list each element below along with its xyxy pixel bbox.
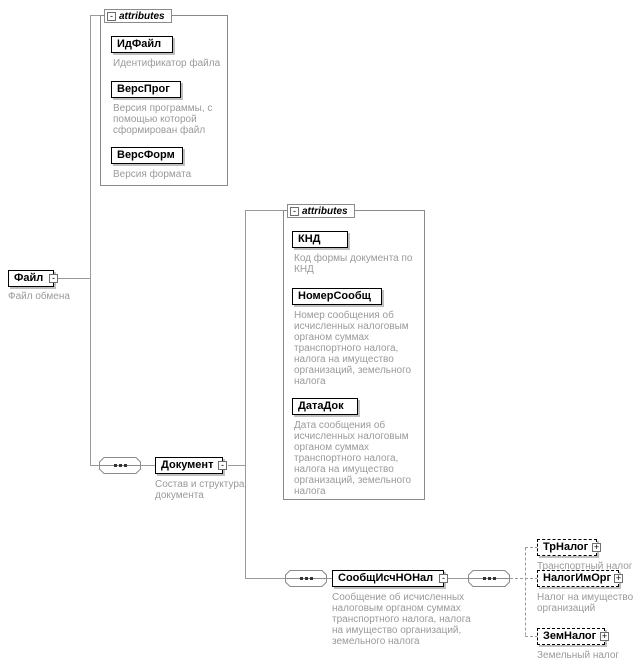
expand-icon[interactable]: + (614, 573, 623, 583)
element-nalog-im-org[interactable]: НалогИмОрг + (537, 570, 623, 587)
element-zem-nalog-annotation: Земельный налог (537, 650, 620, 661)
attribute-versprog-annotation: Версия программы, с помощью которой сфор… (113, 103, 213, 136)
element-tr-nalog-annotation: Транспортный налог (537, 561, 633, 572)
collapse-icon[interactable]: - (439, 574, 448, 583)
collapse-icon[interactable]: - (107, 11, 116, 21)
expand-icon[interactable]: + (600, 631, 609, 641)
element-message-annotation: Сообщение об исчисленных налоговым орган… (332, 592, 471, 647)
attribute-datadok-label: ДатаДок (298, 400, 344, 412)
element-zem-nalog[interactable]: ЗемНалог + (537, 628, 609, 645)
sequence-compositor[interactable] (468, 570, 510, 587)
attribute-datadok[interactable]: ДатаДок (292, 398, 358, 415)
document-attributes-group: - attributes КНД Код формы документа по … (283, 204, 425, 500)
document-attributes-header[interactable]: - attributes (287, 204, 355, 218)
element-document-annotation: Состав и структура документа (155, 479, 245, 501)
collapse-icon[interactable]: - (218, 461, 227, 470)
attribute-knd-label: КНД (298, 233, 321, 245)
attribute-versform[interactable]: ВерсФорм (111, 147, 183, 164)
attribute-idfayl-label: ИдФайл (117, 38, 162, 50)
attribute-idfayl[interactable]: ИдФайл (111, 36, 173, 53)
sequence-compositor[interactable] (99, 457, 141, 474)
attribute-datadok-annotation: Дата сообщения об исчисленных налоговым … (294, 420, 412, 497)
attribute-versprog[interactable]: ВерсПрог (111, 81, 181, 98)
collapse-icon[interactable]: - (49, 274, 58, 283)
attribute-knd-annotation: Код формы документа по КНД (294, 253, 413, 275)
sequence-compositor[interactable] (285, 570, 327, 587)
element-nalog-im-org-annotation: Налог на имущество организаций (537, 592, 634, 614)
attribute-idfayl-annotation: Идентификатор файла (113, 58, 221, 69)
element-document-label: Документ (161, 459, 214, 471)
element-message[interactable]: СообщИсчНОНал - (332, 570, 448, 587)
element-file-label: Файл (14, 272, 44, 284)
attribute-nomersoobsch-annotation: Номер сообщения об исчисленных налоговым… (294, 310, 412, 387)
attributes-label: attributes (119, 10, 165, 22)
file-attributes-header[interactable]: - attributes (104, 9, 172, 23)
attribute-nomersoobsch-label: НомерСообщ (298, 290, 371, 302)
attribute-versprog-label: ВерсПрог (117, 83, 170, 95)
attribute-versform-annotation: Версия формата (113, 169, 192, 180)
attribute-versform-label: ВерсФорм (117, 149, 175, 161)
element-zem-nalog-label: ЗемНалог (543, 630, 597, 642)
expand-icon[interactable]: + (592, 542, 601, 552)
attributes-label: attributes (302, 205, 348, 217)
element-file[interactable]: Файл - (8, 270, 58, 287)
file-attributes-group: - attributes ИдФайл Идентификатор файла … (100, 9, 228, 186)
attribute-nomersoobsch[interactable]: НомерСообщ (292, 288, 382, 305)
element-document[interactable]: Документ - (155, 457, 227, 474)
element-file-annotation: Файл обмена (8, 291, 70, 302)
element-tr-nalog[interactable]: ТрНалог + (537, 539, 601, 556)
element-message-label: СообщИсчНОНал (338, 572, 434, 584)
element-nalog-im-org-label: НалогИмОрг (543, 572, 612, 584)
element-tr-nalog-label: ТрНалог (543, 541, 589, 553)
attribute-knd[interactable]: КНД (292, 231, 348, 248)
collapse-icon[interactable]: - (290, 206, 299, 216)
